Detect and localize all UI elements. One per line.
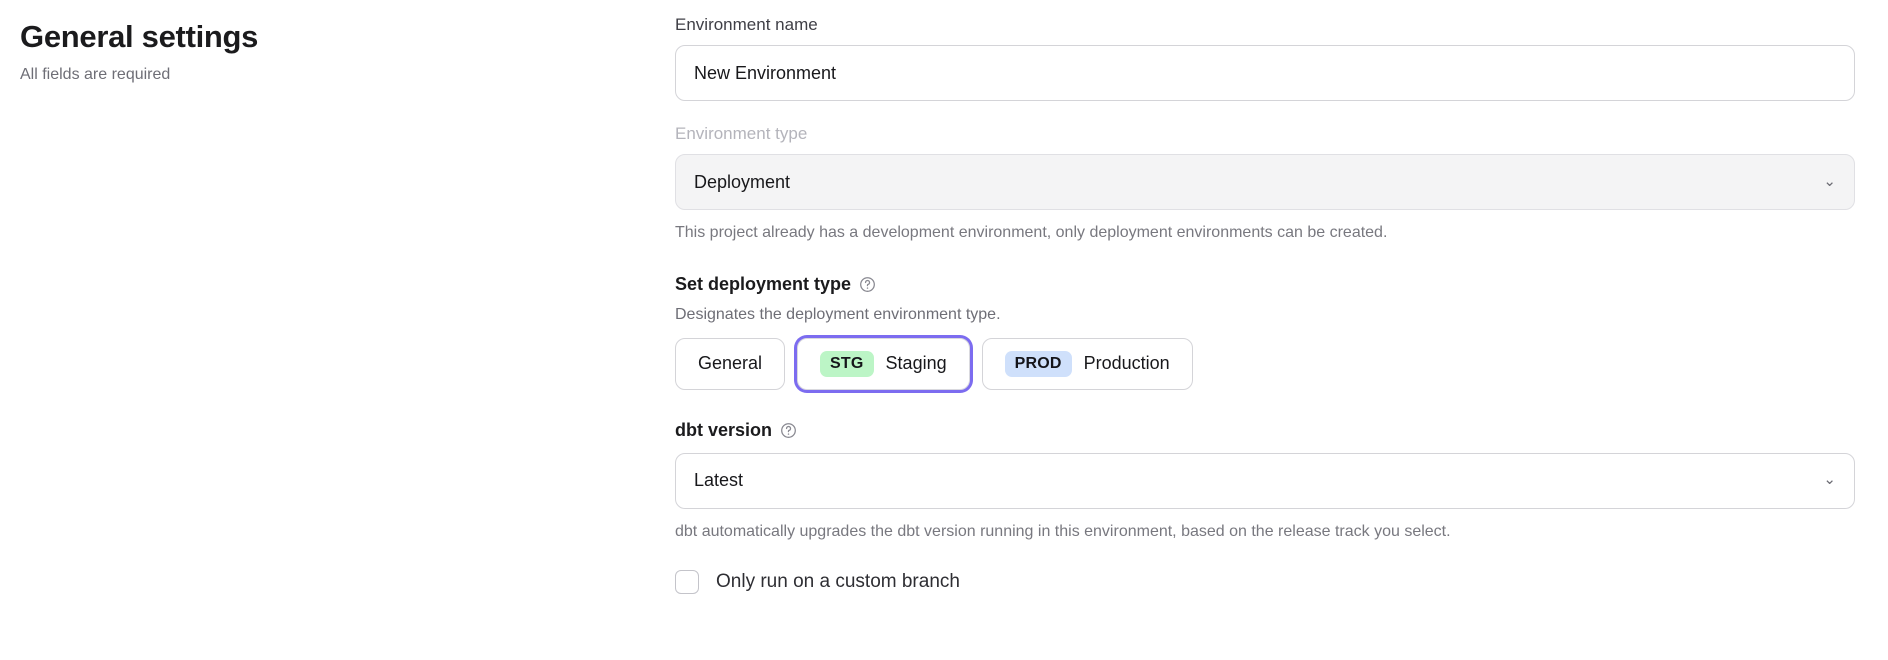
deployment-type-heading: Set deployment type	[675, 274, 1855, 295]
help-circle-icon[interactable]	[859, 276, 876, 293]
environment-type-value: Deployment	[694, 171, 791, 192]
deployment-type-heading-text: Set deployment type	[675, 273, 852, 294]
deployment-type-description: Designates the deployment environment ty…	[675, 305, 1001, 323]
environment-name-label: Environment name	[675, 15, 818, 34]
dbt-version-label: dbt version	[675, 419, 773, 440]
dbt-version-heading: dbt version	[675, 420, 1855, 441]
page-title: General settings	[20, 19, 259, 54]
page-header: General settings All fields are required	[20, 18, 500, 86]
dbt-version-select[interactable]: Latest ⌄	[675, 452, 1855, 509]
deployment-type-option-general[interactable]: General	[675, 337, 786, 390]
chevron-down-icon: ⌄	[1823, 172, 1836, 190]
deployment-type-option-staging[interactable]: STG Staging	[797, 337, 970, 390]
staging-badge: STG	[820, 350, 874, 377]
deployment-type-field: Set deployment type Designates the deplo…	[675, 274, 1855, 390]
environment-name-value: New Environment	[694, 62, 837, 83]
production-badge: PROD	[1004, 350, 1072, 377]
dbt-version-field: dbt version Latest ⌄ dbt automatically u…	[675, 420, 1855, 543]
custom-branch-checkbox[interactable]	[675, 570, 699, 595]
environment-name-field: Environment name New Environment	[675, 14, 1855, 102]
settings-form: Environment name New Environment Environ…	[675, 14, 1855, 595]
environment-type-select[interactable]: Deployment ⌄	[675, 154, 1855, 211]
deployment-type-option-production[interactable]: PROD Production	[981, 337, 1193, 390]
chevron-down-icon: ⌄	[1823, 471, 1836, 489]
environment-type-field: Environment type Deployment ⌄ This proje…	[675, 123, 1855, 244]
environment-type-label: Environment type	[675, 124, 808, 144]
environment-name-input[interactable]: New Environment	[675, 45, 1855, 102]
help-circle-icon[interactable]	[780, 422, 797, 439]
custom-branch-row: Only run on a custom branch	[675, 570, 1855, 595]
page-subtitle: All fields are required	[20, 66, 171, 84]
dbt-version-value: Latest	[694, 470, 744, 491]
deployment-type-options: General STG Staging PROD Production	[675, 337, 1855, 390]
dbt-version-helper: dbt automatically upgrades the dbt versi…	[675, 522, 1451, 540]
deployment-type-option-staging-label: Staging	[885, 353, 947, 374]
custom-branch-label[interactable]: Only run on a custom branch	[716, 571, 960, 593]
environment-type-helper: This project already has a development e…	[675, 224, 1388, 242]
deployment-type-option-general-label: General	[698, 353, 763, 374]
deployment-type-option-production-label: Production	[1083, 353, 1170, 374]
